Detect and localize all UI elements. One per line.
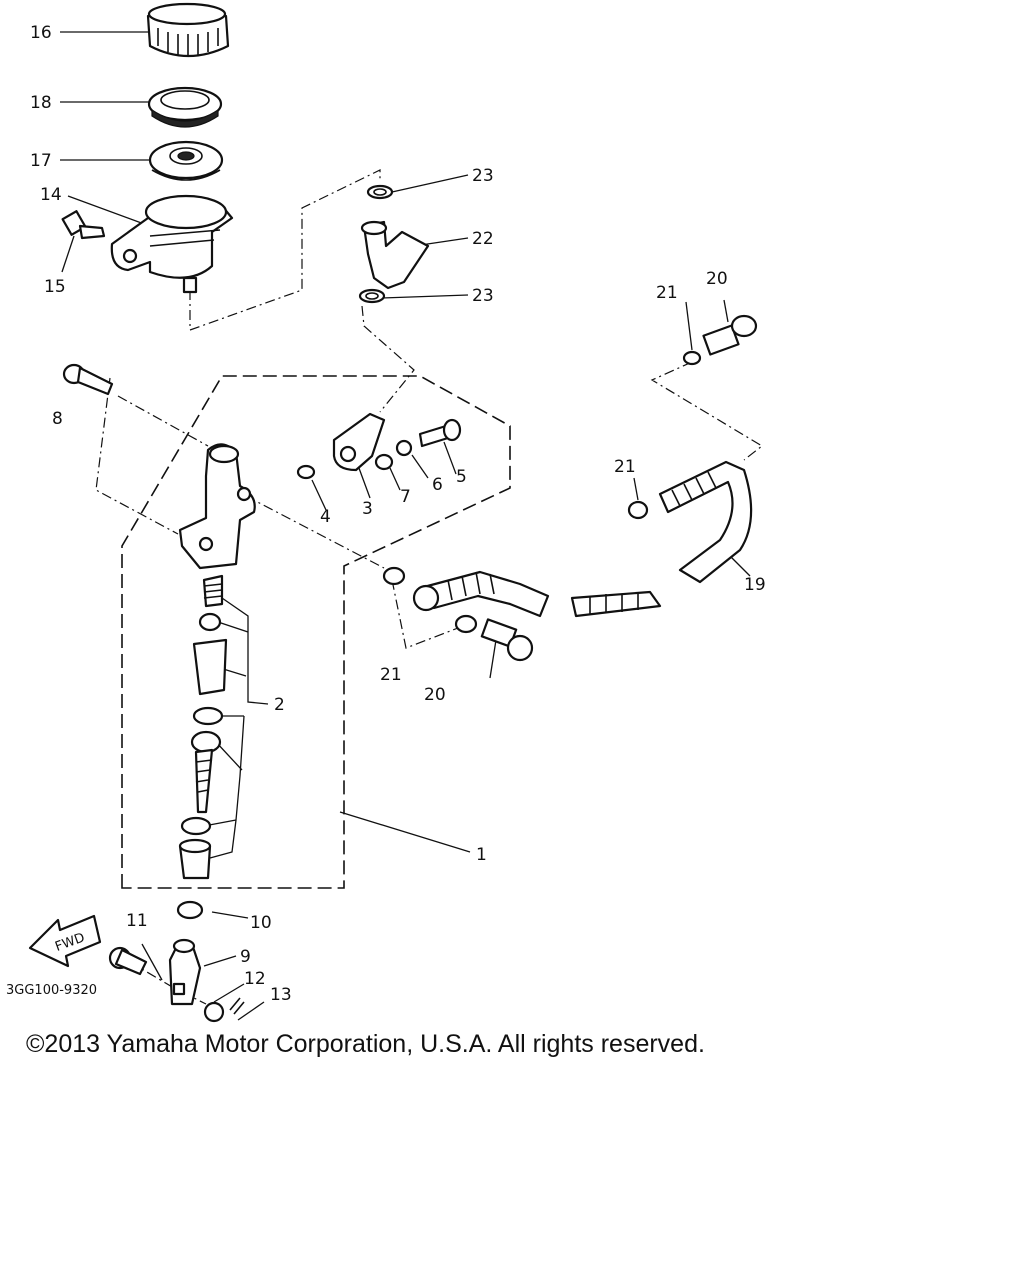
copper-washer-upper <box>682 350 702 366</box>
washer-6 <box>395 439 413 457</box>
hose-joint <box>332 412 386 472</box>
fwd-arrow: FWD <box>28 914 102 968</box>
reservoir-hose <box>360 220 430 290</box>
master-cylinder-assembly-outline <box>121 375 511 889</box>
callout-20-upper: 20 <box>706 269 728 289</box>
reservoir-cap <box>146 2 230 58</box>
brake-hose <box>412 460 753 618</box>
diaphragm-plate <box>147 86 223 128</box>
exploded-parts-diagram: FWD 16 18 17 14 15 23 22 23 21 20 8 4 3 … <box>6 2 766 1023</box>
drawing-code: 3GG100-9320 <box>6 983 97 998</box>
callout-1: 1 <box>476 845 487 865</box>
hose-clip-upper <box>366 184 394 200</box>
copper-washer-middle <box>627 500 649 520</box>
connection-lines <box>95 169 764 1005</box>
cotter-pin <box>229 997 245 1015</box>
callout-17: 17 <box>30 151 52 171</box>
callout-15: 15 <box>44 277 66 297</box>
diaphragm <box>148 140 224 181</box>
callout-18: 18 <box>30 93 52 113</box>
washer-7 <box>374 453 394 471</box>
o-ring <box>296 464 316 480</box>
callout-21-middle: 21 <box>614 457 636 477</box>
master-cylinder-body <box>178 443 256 570</box>
callout-2: 2 <box>274 695 285 715</box>
joint-screw <box>418 418 462 448</box>
clevis-pin <box>108 946 148 976</box>
callout-23-lower: 23 <box>472 286 494 306</box>
hose-clip-lower <box>358 288 386 304</box>
piston-kit <box>178 574 228 880</box>
callout-16: 16 <box>30 23 52 43</box>
callout-10: 10 <box>250 913 272 933</box>
callout-23-upper: 23 <box>472 166 494 186</box>
callout-21-lower: 21 <box>380 665 402 685</box>
callout-11: 11 <box>126 911 148 931</box>
union-bolt-lower <box>480 618 534 662</box>
callout-13: 13 <box>270 985 292 1005</box>
callout-20-lower: 20 <box>424 685 446 705</box>
callout-labels: 16 18 17 14 15 23 22 23 21 20 8 4 3 7 6 … <box>6 23 766 1005</box>
mounting-bolt <box>62 363 114 396</box>
callout-21-upper: 21 <box>656 283 678 303</box>
callout-4: 4 <box>320 507 331 527</box>
callout-6: 6 <box>432 475 443 495</box>
callout-5: 5 <box>456 467 467 487</box>
copyright-notice: ©2013 Yamaha Motor Corporation, U.S.A. A… <box>26 1030 705 1058</box>
union-bolt-upper <box>702 314 758 356</box>
callout-7: 7 <box>400 487 411 507</box>
lock-nut <box>176 900 204 920</box>
callout-19: 19 <box>744 575 766 595</box>
plain-washer <box>203 1001 225 1023</box>
copper-washer-lower-a <box>382 566 406 586</box>
reservoir-tank <box>110 194 234 294</box>
reservoir-screw <box>61 210 106 240</box>
callout-9: 9 <box>240 947 251 967</box>
callout-22: 22 <box>472 229 494 249</box>
callout-14: 14 <box>40 185 62 205</box>
clevis <box>168 938 202 1006</box>
copper-washer-lower-b <box>454 614 478 634</box>
callout-8: 8 <box>52 409 63 429</box>
leader-lines <box>60 31 751 1021</box>
callout-12: 12 <box>244 969 266 989</box>
callout-3: 3 <box>362 499 373 519</box>
